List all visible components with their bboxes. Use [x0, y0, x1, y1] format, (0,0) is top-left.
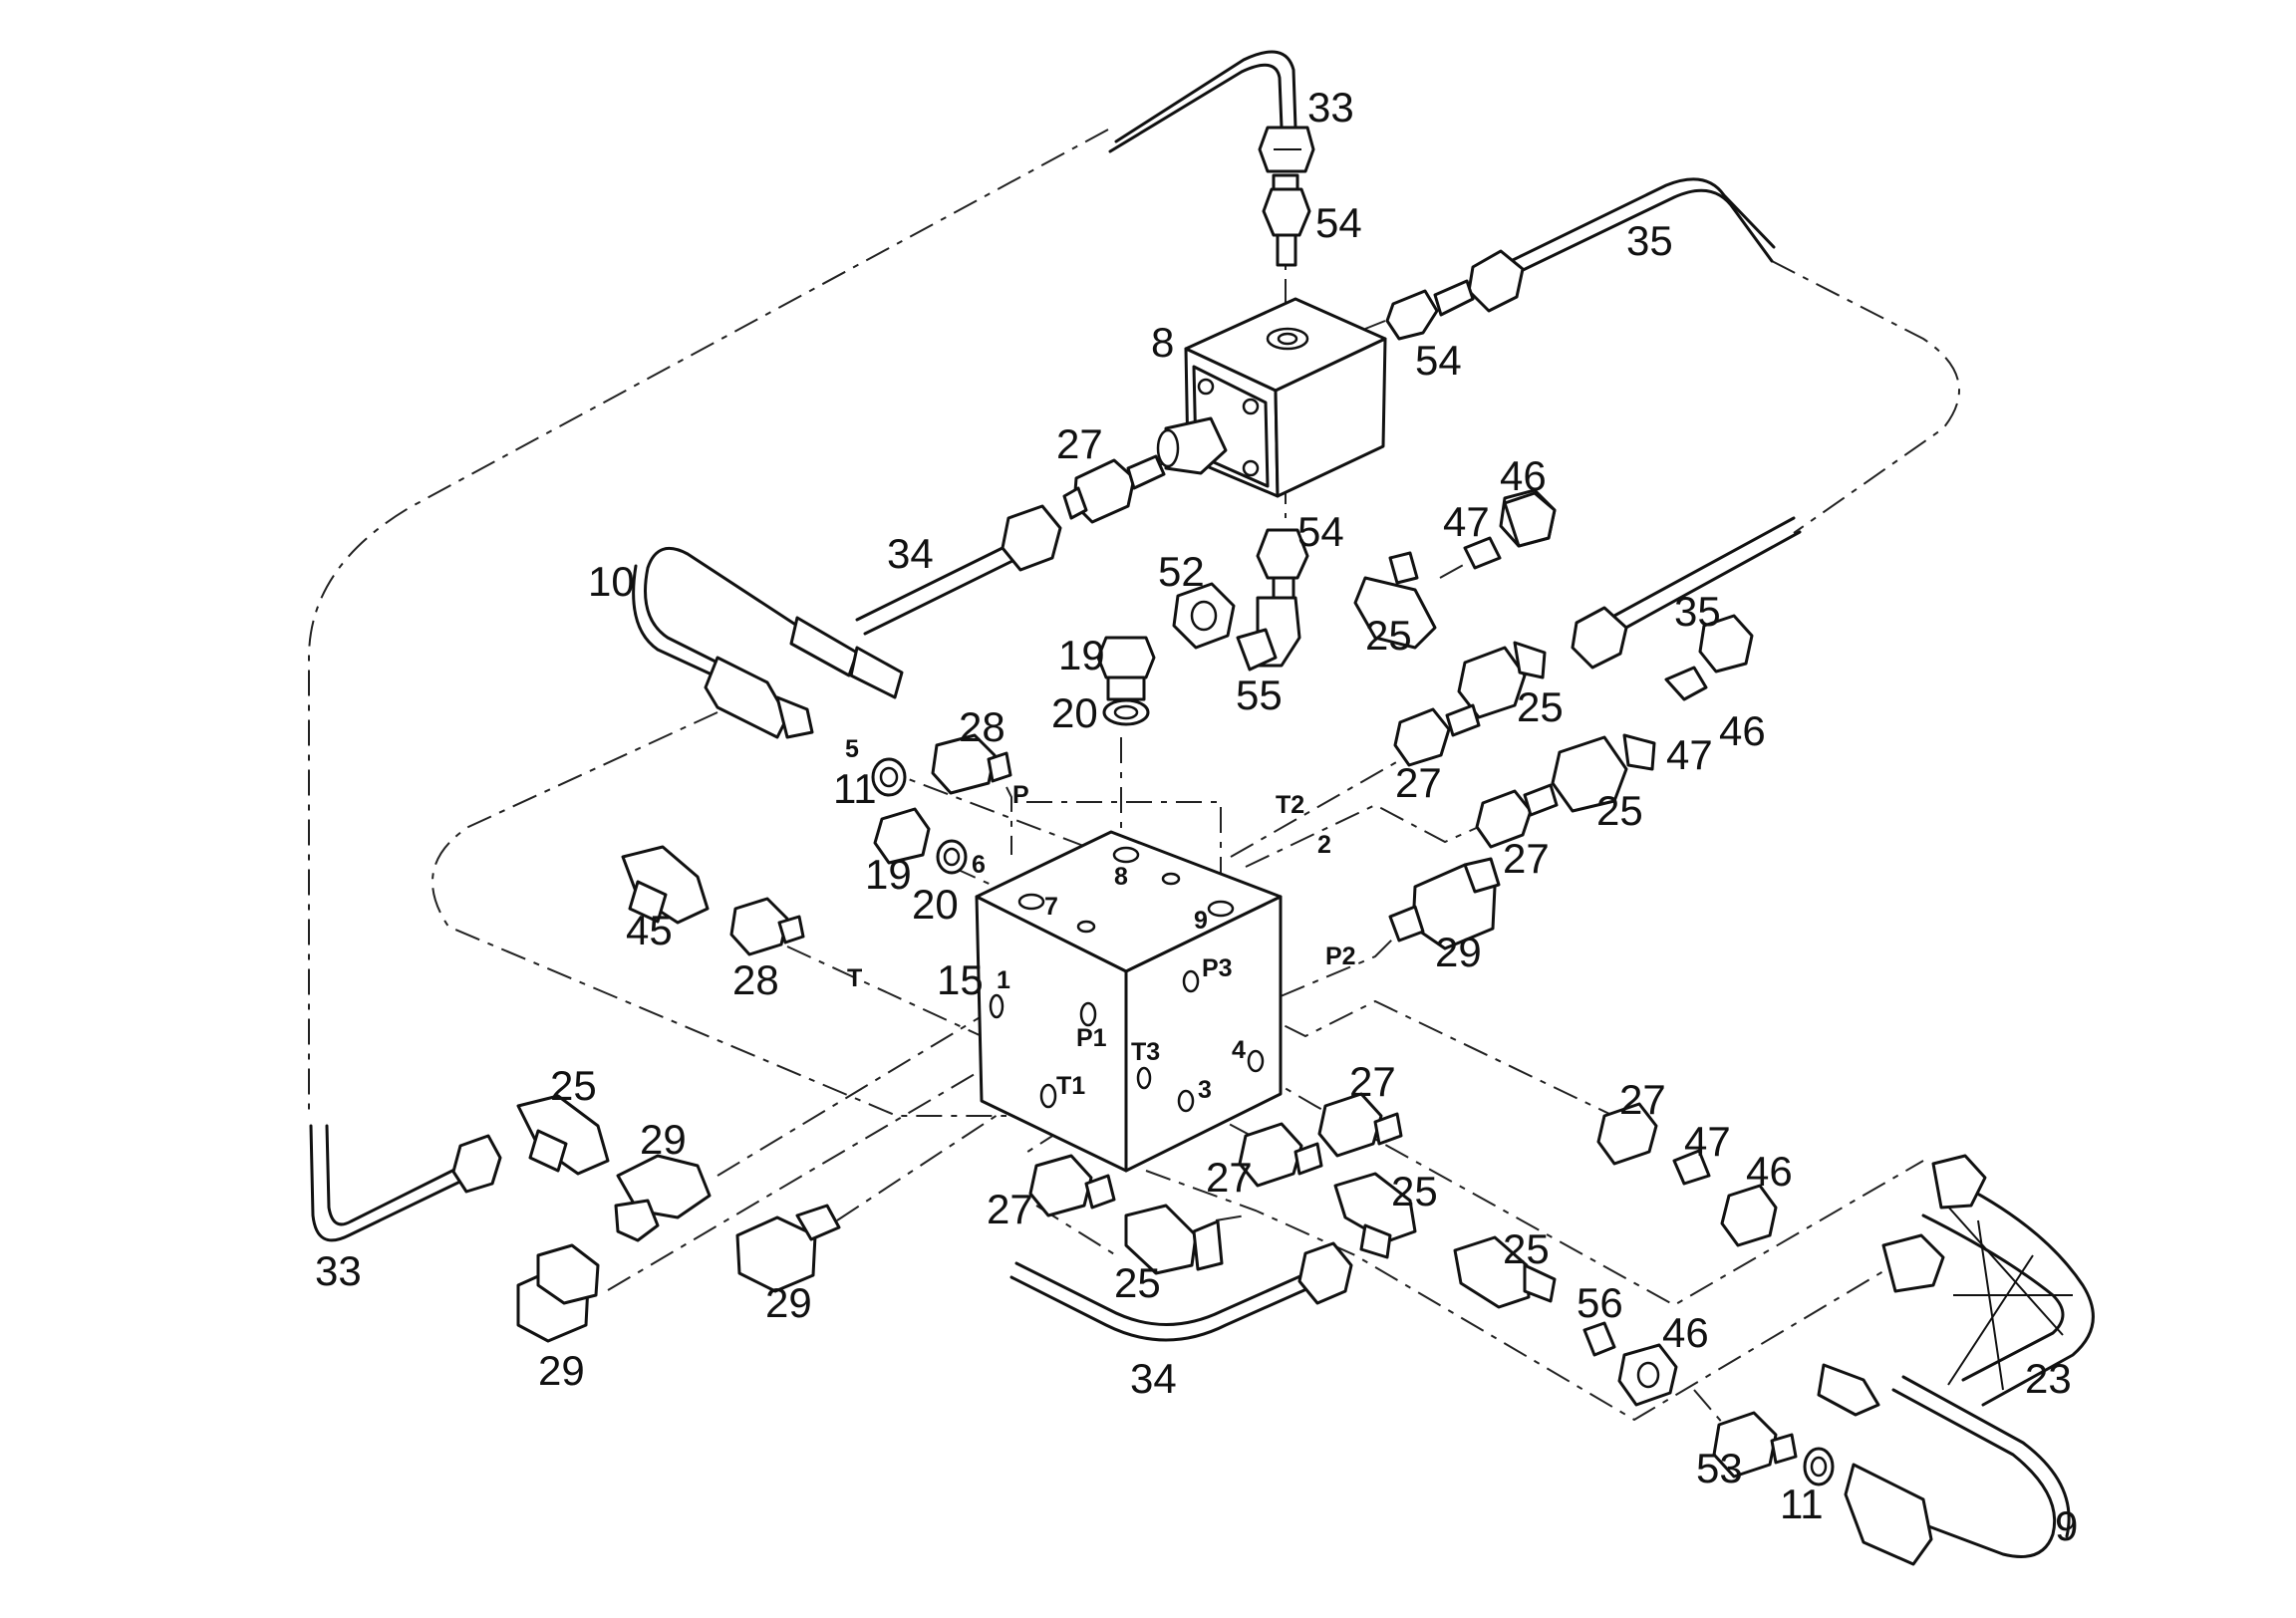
- part-label-25-mid: 25: [1517, 683, 1564, 730]
- part-label-8: 8: [1151, 319, 1174, 366]
- part-label-27-center-bottom: 27: [1206, 1154, 1253, 1201]
- part-label-27-far-right: 27: [1619, 1076, 1666, 1123]
- part-label-46-far-right: 46: [1746, 1148, 1793, 1195]
- part-label-55: 55: [1236, 672, 1283, 718]
- part-label-25-far-bottom: 25: [1503, 1225, 1550, 1272]
- part-label-29-bottom-middle: 29: [765, 1279, 812, 1326]
- part-label-45: 45: [626, 907, 673, 953]
- part-label-56: 56: [1577, 1279, 1623, 1326]
- part-label-47-upper: 47: [1443, 498, 1490, 545]
- part-label-25-bottom-middle: 25: [1114, 1259, 1161, 1306]
- port-label-t: T: [847, 964, 862, 992]
- part-labels: 33 54 35 8 54 27 46 47 54 34 10 52 35 25…: [315, 84, 2078, 1549]
- port-label-t1: T1: [1056, 1072, 1085, 1100]
- part-label-23: 23: [2025, 1355, 2072, 1402]
- port-label-t3: T3: [1131, 1038, 1160, 1066]
- part-label-54-mid: 54: [1297, 508, 1344, 555]
- part-label-20-left: 20: [912, 881, 959, 928]
- port-label-p2: P2: [1325, 943, 1356, 970]
- port-label-p: P: [1012, 781, 1029, 809]
- part-label-25-lower-left: 25: [550, 1062, 597, 1109]
- part-label-46-upper: 46: [1500, 452, 1547, 499]
- part-label-25-upper: 25: [1365, 612, 1412, 659]
- fittings: [516, 173, 1835, 1486]
- part-label-54-right: 54: [1415, 337, 1462, 384]
- part-label-47-right: 47: [1666, 731, 1713, 778]
- part-label-27-upper: 27: [1056, 420, 1103, 467]
- part-label-46-bottom: 46: [1662, 1309, 1709, 1356]
- part-label-9: 9: [2055, 1502, 2078, 1549]
- port-labels: 5 P T2 2 6 8 7 9 P2 P3 1 T P1 T3 4 T1 3: [845, 735, 1356, 1104]
- part-label-25-center-right: 25: [1391, 1168, 1438, 1214]
- port-label-2: 2: [1317, 831, 1331, 859]
- tube-35-top: [1467, 177, 1776, 313]
- part-label-25-right: 25: [1596, 787, 1643, 834]
- part-label-34-top: 34: [887, 530, 934, 577]
- part-label-52: 52: [1158, 548, 1205, 595]
- hose-23: [1881, 1154, 2095, 1407]
- tube-33-bottom: [309, 1124, 502, 1242]
- port-label-1: 1: [997, 966, 1010, 994]
- sensor-cable-10: [632, 546, 904, 739]
- part-label-15: 15: [937, 956, 984, 1003]
- part-label-35-mid: 35: [1674, 588, 1721, 635]
- part-label-28-left: 28: [732, 956, 779, 1003]
- tube-33-top: [1108, 50, 1315, 173]
- part-label-29-lower-left: 29: [640, 1116, 687, 1163]
- part-label-27-right: 27: [1503, 835, 1550, 882]
- part-label-19-left: 19: [865, 851, 912, 898]
- main-block-15: [975, 830, 1283, 1173]
- part-label-54-top: 54: [1315, 199, 1362, 246]
- part-label-19-top: 19: [1058, 632, 1105, 678]
- port-label-7: 7: [1044, 893, 1058, 921]
- part-label-11-left: 11: [833, 765, 877, 812]
- part-label-28-top: 28: [959, 703, 1005, 750]
- port-label-3: 3: [1198, 1076, 1212, 1104]
- part-label-10: 10: [588, 558, 635, 605]
- part-label-11-bottom: 11: [1780, 1481, 1824, 1527]
- part-label-20-top: 20: [1051, 689, 1098, 736]
- sensor-cable-9: [1817, 1363, 2071, 1566]
- tube-34-bottom: [1009, 1241, 1353, 1342]
- part-label-29-right: 29: [1435, 929, 1482, 975]
- port-label-9: 9: [1194, 907, 1208, 935]
- port-label-p1: P1: [1076, 1024, 1107, 1052]
- valve-block-8: [1156, 297, 1387, 498]
- port-label-6: 6: [972, 851, 986, 879]
- port-label-8: 8: [1114, 863, 1128, 891]
- port-label-p3: P3: [1202, 954, 1233, 982]
- part-label-27-bottom-left: 27: [987, 1186, 1033, 1232]
- part-label-53: 53: [1696, 1445, 1743, 1491]
- part-label-33-bottom: 33: [315, 1247, 362, 1294]
- part-label-47-far-right: 47: [1684, 1118, 1731, 1165]
- part-label-27-center: 27: [1349, 1058, 1396, 1105]
- part-label-34-bottom: 34: [1130, 1355, 1177, 1402]
- part-label-29-bottom-left: 29: [538, 1347, 585, 1394]
- part-label-35-top: 35: [1626, 217, 1673, 264]
- part-label-33-top: 33: [1307, 84, 1354, 131]
- tube-34-top: [855, 504, 1062, 636]
- part-label-27-right-mid: 27: [1395, 759, 1442, 806]
- tube-35-mid: [1571, 516, 1802, 670]
- port-label-4: 4: [1232, 1036, 1246, 1064]
- port-label-5: 5: [845, 735, 859, 763]
- port-label-t2: T2: [1276, 791, 1304, 819]
- part-label-46-right: 46: [1719, 707, 1766, 754]
